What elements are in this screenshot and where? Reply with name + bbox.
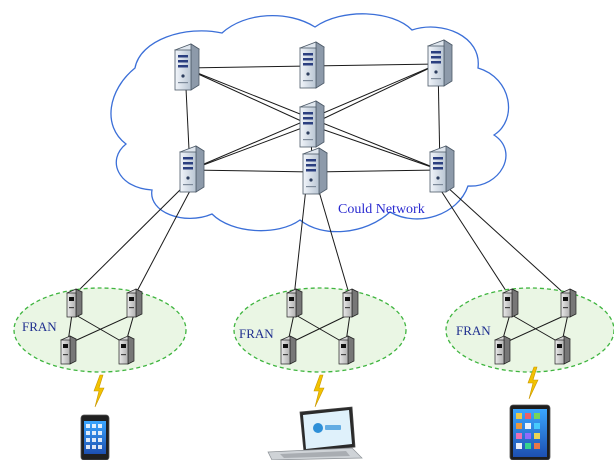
fran-node-icon (554, 335, 571, 365)
fran-node-icon (280, 335, 297, 365)
cloud-server-icon (179, 145, 205, 193)
fran-node-icon (126, 288, 143, 318)
fran-label-2: FRAN (239, 326, 274, 341)
cloud-server-icon (299, 41, 325, 89)
cloud-server-icon (429, 145, 455, 193)
cloud-server-icon (427, 39, 453, 87)
fran-node-icon (342, 288, 359, 318)
fronthaul-links (71, 184, 569, 298)
smartphone-icon (80, 414, 110, 461)
fran-node-icon (118, 335, 135, 365)
fran-label-3: FRAN (456, 323, 491, 338)
fran-node-icon (502, 288, 519, 318)
fran-cluster-2 (233, 287, 407, 373)
cloud-server-icon (174, 43, 200, 91)
wireless-link-icon (93, 374, 105, 408)
fran-node-icon (286, 288, 303, 318)
fran-node-icon (66, 288, 83, 318)
cloud-network-label: Could Network (338, 202, 425, 217)
fran-node-icon (338, 335, 355, 365)
fran-node-icon (494, 335, 511, 365)
fran-node-icon (560, 288, 577, 318)
fran-label-1: FRAN (22, 319, 57, 334)
fran-node-icon (60, 335, 77, 365)
tablet-icon (509, 404, 551, 461)
wireless-link-icon (313, 374, 325, 408)
cloud-server-icon (299, 100, 325, 148)
laptop-icon (267, 406, 363, 461)
cloud-server-icon (302, 147, 328, 195)
